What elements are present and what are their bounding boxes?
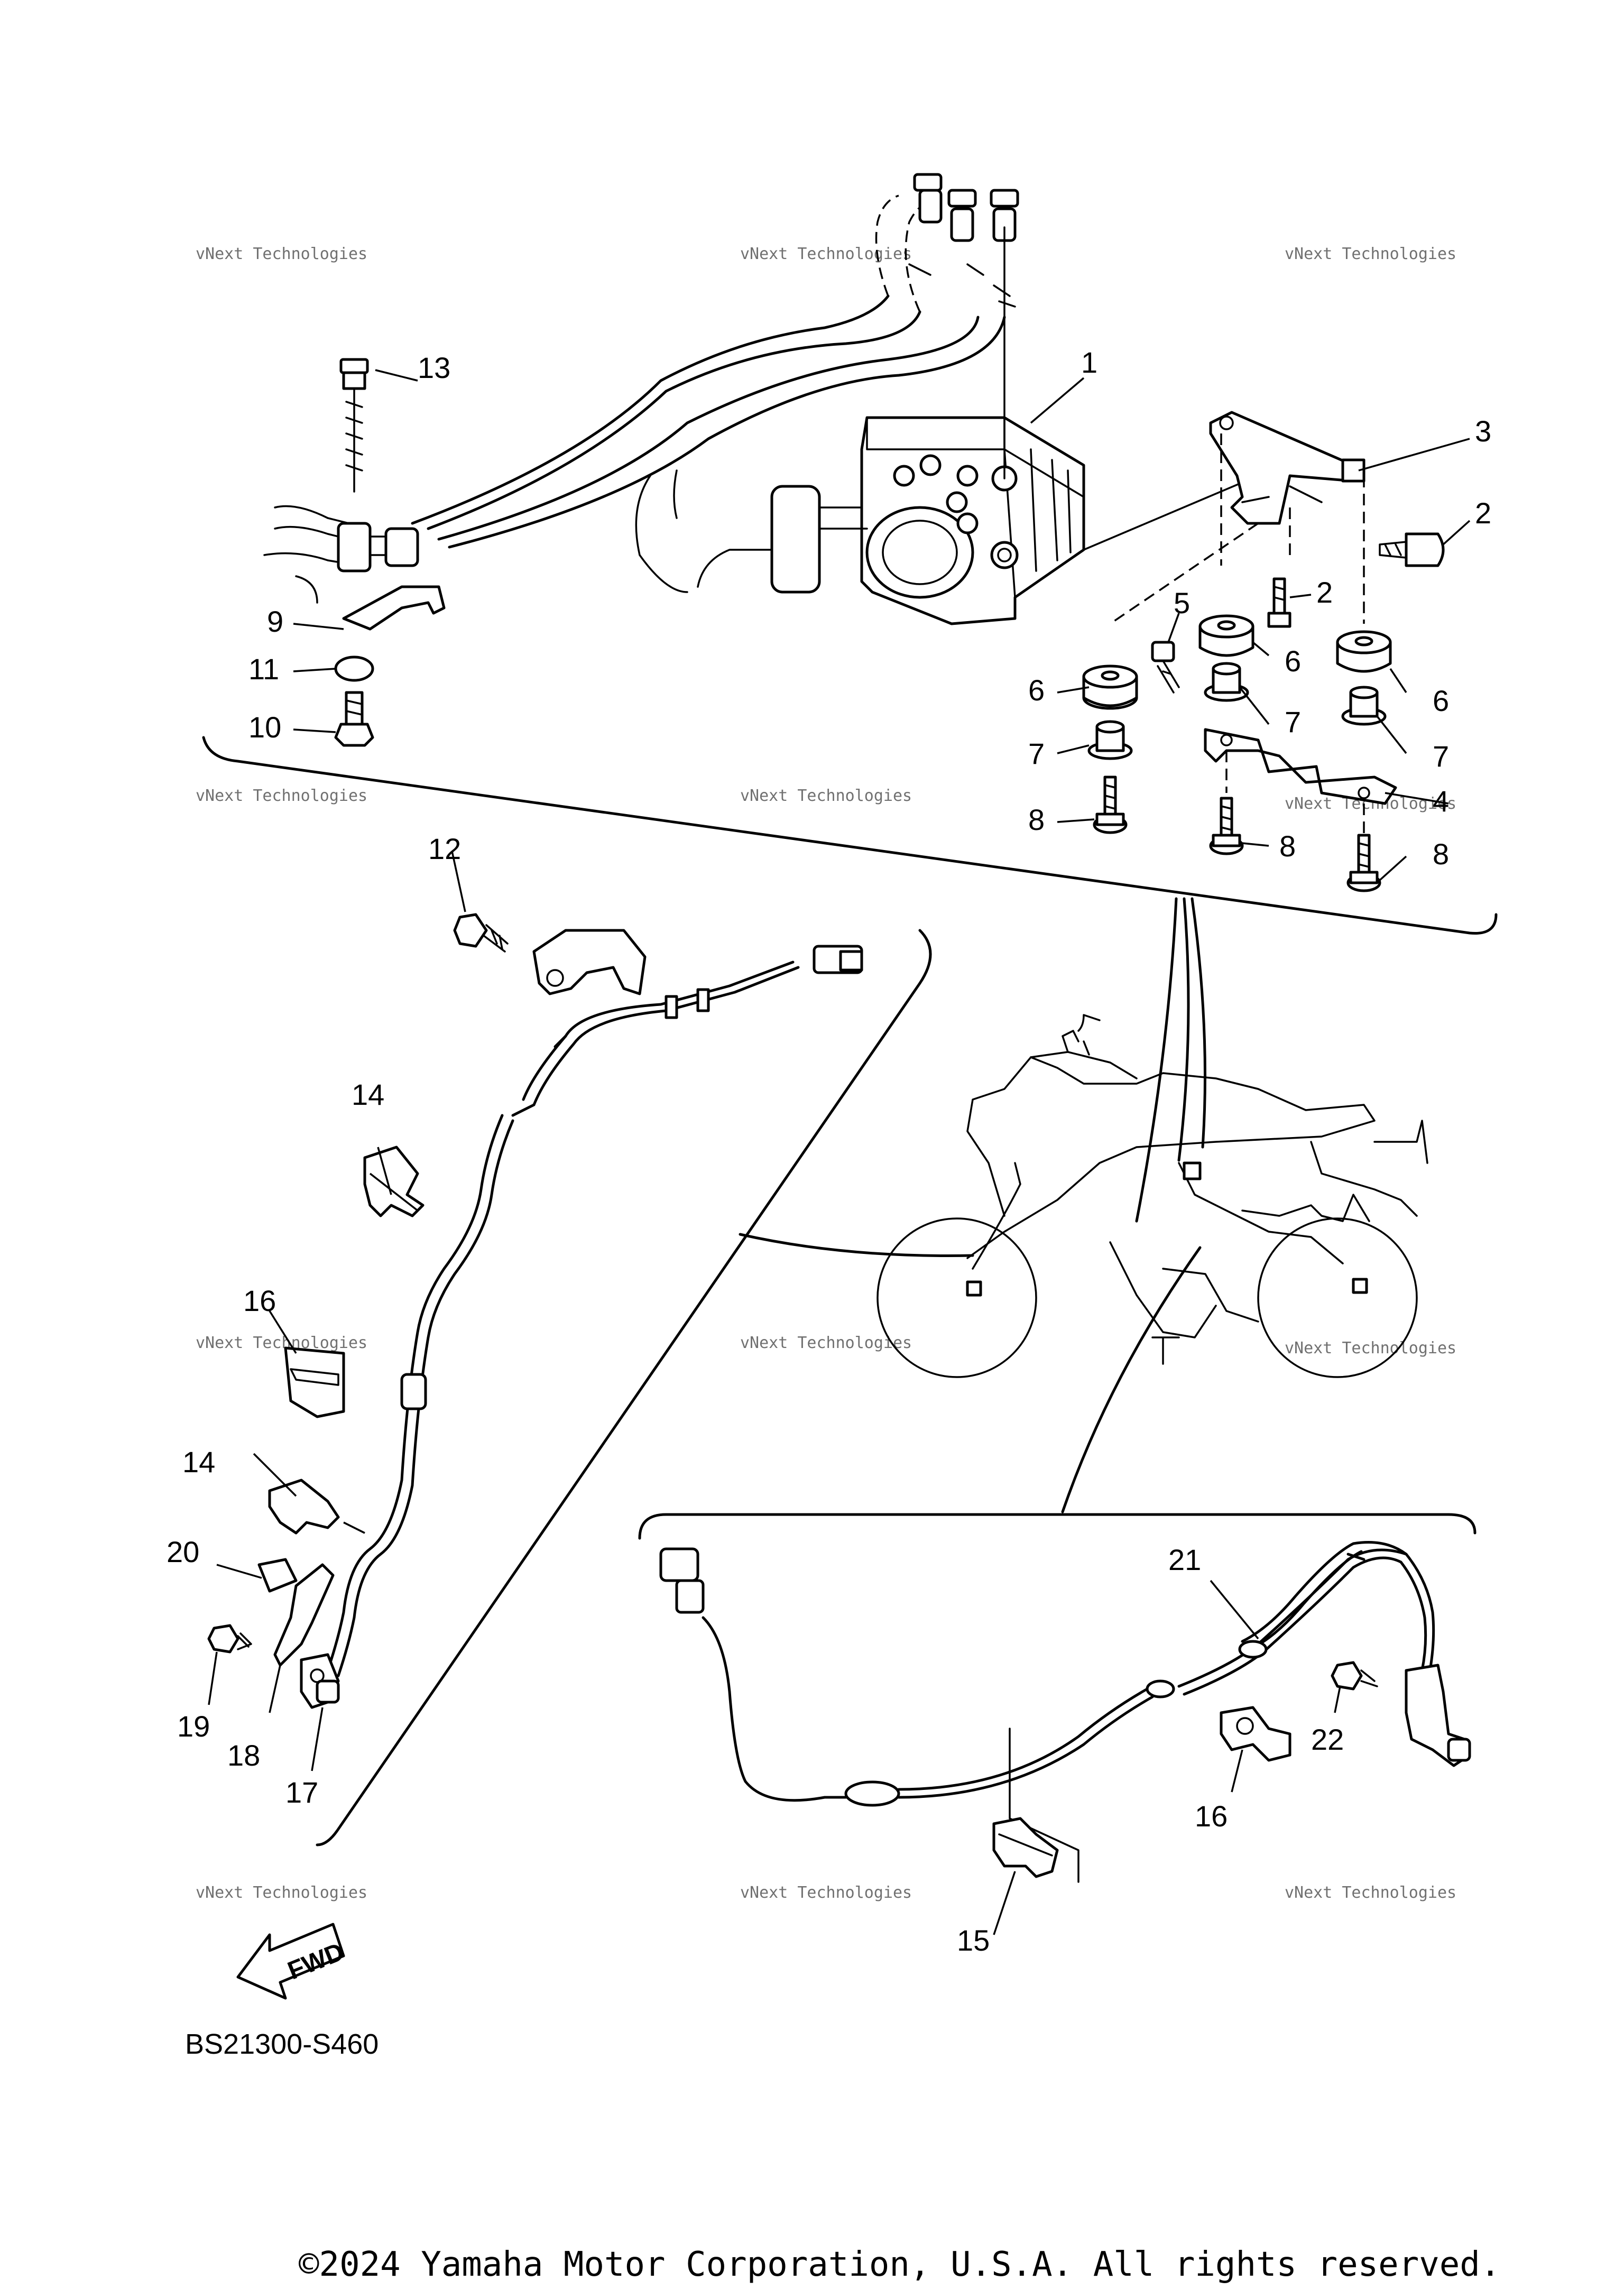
- collar-7: [1087, 720, 1133, 760]
- front-section-border: [316, 929, 932, 1846]
- watermarks: vNext Technologies vNext Technologies vN…: [196, 245, 1456, 1902]
- bolt-5: [1151, 641, 1180, 694]
- callout-8: 8: [1433, 837, 1449, 871]
- bracket-3: [1110, 411, 1365, 625]
- callout-17: 17: [285, 1776, 318, 1809]
- holder-16: [284, 1346, 345, 1418]
- watermark-text: vNext Technologies: [1285, 1339, 1456, 1358]
- watermark-text: vNext Technologies: [740, 1883, 912, 1902]
- callout-8: 8: [1028, 803, 1045, 836]
- callout-2: 2: [1475, 496, 1491, 530]
- bolt-8: [1093, 775, 1128, 834]
- callout-1: 1: [1081, 346, 1097, 379]
- leader-to-rear: [1061, 1246, 1202, 1513]
- rear-sensor-cable: [659, 1541, 1435, 1807]
- collar-7: [1341, 686, 1387, 726]
- callout-6: 6: [1433, 684, 1449, 717]
- top-section-border: [202, 736, 1498, 935]
- bolt-2-lower: [1267, 577, 1291, 628]
- brake-hoses: [263, 173, 1019, 604]
- callout-15: 15: [957, 1924, 990, 1957]
- callout-10: 10: [248, 710, 281, 744]
- callout-16: 16: [243, 1284, 276, 1317]
- abs-hydraulic-unit-1: [635, 226, 1259, 625]
- bolt-2-upper: [1379, 532, 1445, 567]
- callout-21: 21: [1168, 1543, 1201, 1576]
- callout-20: 20: [167, 1535, 199, 1568]
- clip-20: [257, 1558, 298, 1593]
- damper-6: [1198, 614, 1254, 657]
- callout-3: 3: [1475, 414, 1491, 448]
- callout-13: 13: [418, 351, 450, 384]
- damper-6: [1082, 664, 1138, 710]
- holder-16: [1220, 1706, 1291, 1762]
- watermark-text: vNext Technologies: [740, 245, 912, 263]
- leader-to-bike: [1177, 897, 1190, 1162]
- washer-11: [334, 655, 374, 682]
- watermark-text: vNext Technologies: [196, 1334, 367, 1352]
- leader-to-bike: [1135, 897, 1178, 1223]
- motorcycle-outline: [876, 1014, 1428, 1378]
- clip-15: [992, 1817, 1059, 1878]
- bracket-18: [273, 1563, 335, 1667]
- watermark-text: vNext Technologies: [196, 787, 367, 805]
- callout-19: 19: [177, 1710, 210, 1743]
- drawing-code: BS21300-S460: [185, 2028, 379, 2060]
- bracket-9: [342, 585, 446, 631]
- watermark-text: vNext Technologies: [740, 787, 912, 805]
- collar-7: [1204, 662, 1249, 702]
- watermark-text: vNext Technologies: [740, 1334, 912, 1352]
- callout-7: 7: [1285, 705, 1301, 738]
- bolt-13: [339, 358, 369, 493]
- callout-12: 12: [428, 832, 461, 865]
- callout-4: 4: [1433, 784, 1449, 818]
- callout-22: 22: [1311, 1723, 1344, 1756]
- callout-11: 11: [248, 652, 279, 686]
- callout-6: 6: [1285, 644, 1301, 678]
- bolt-10: [334, 691, 374, 747]
- callout-9: 9: [267, 605, 283, 638]
- bolt-8: [1209, 797, 1244, 855]
- callout-8: 8: [1279, 829, 1296, 863]
- clip-14: [363, 1146, 425, 1217]
- bolt-12: [453, 913, 509, 953]
- leader-to-front: [739, 1233, 974, 1257]
- watermark-text: vNext Technologies: [1285, 1883, 1456, 1902]
- callout-5: 5: [1174, 586, 1190, 620]
- callout-leaders: [208, 369, 1471, 1935]
- watermark-text: vNext Technologies: [196, 245, 367, 263]
- fwd-arrow: FWD: [236, 1923, 348, 2000]
- callout-numbers: 1 2 2 3 4 5 6 6 6 7 7 7 8 8 8 9 10 11 12…: [167, 346, 1491, 1957]
- copyright-notice: ©2024 Yamaha Motor Corporation, U.S.A. A…: [299, 2245, 1500, 2284]
- front-wheel-sensor-17: [300, 1653, 340, 1709]
- front-sensor-cable: [326, 945, 863, 1677]
- watermark-text: vNext Technologies: [1285, 245, 1456, 263]
- damper-6: [1336, 630, 1392, 673]
- callout-7: 7: [1433, 740, 1449, 773]
- watermark-text: vNext Technologies: [196, 1883, 367, 1902]
- bolt-22: [1331, 1661, 1378, 1691]
- rear-section-border: [638, 1513, 1477, 1540]
- rear-wheel-sensor: [1405, 1664, 1471, 1767]
- callout-14: 14: [352, 1078, 384, 1111]
- clip-14: [268, 1479, 340, 1535]
- callout-7: 7: [1028, 737, 1045, 770]
- callout-14: 14: [182, 1445, 215, 1479]
- mount-plate: [1009, 1728, 1079, 1883]
- callout-18: 18: [227, 1739, 260, 1772]
- leader-to-bike: [1191, 897, 1206, 1149]
- bolt-8: [1346, 834, 1381, 892]
- callout-16: 16: [1195, 1799, 1228, 1833]
- bracket-12: [532, 929, 647, 995]
- bolt-19: [207, 1624, 252, 1654]
- callout-2: 2: [1316, 576, 1333, 609]
- callout-6: 6: [1028, 673, 1045, 707]
- bracket-4: [1204, 728, 1397, 841]
